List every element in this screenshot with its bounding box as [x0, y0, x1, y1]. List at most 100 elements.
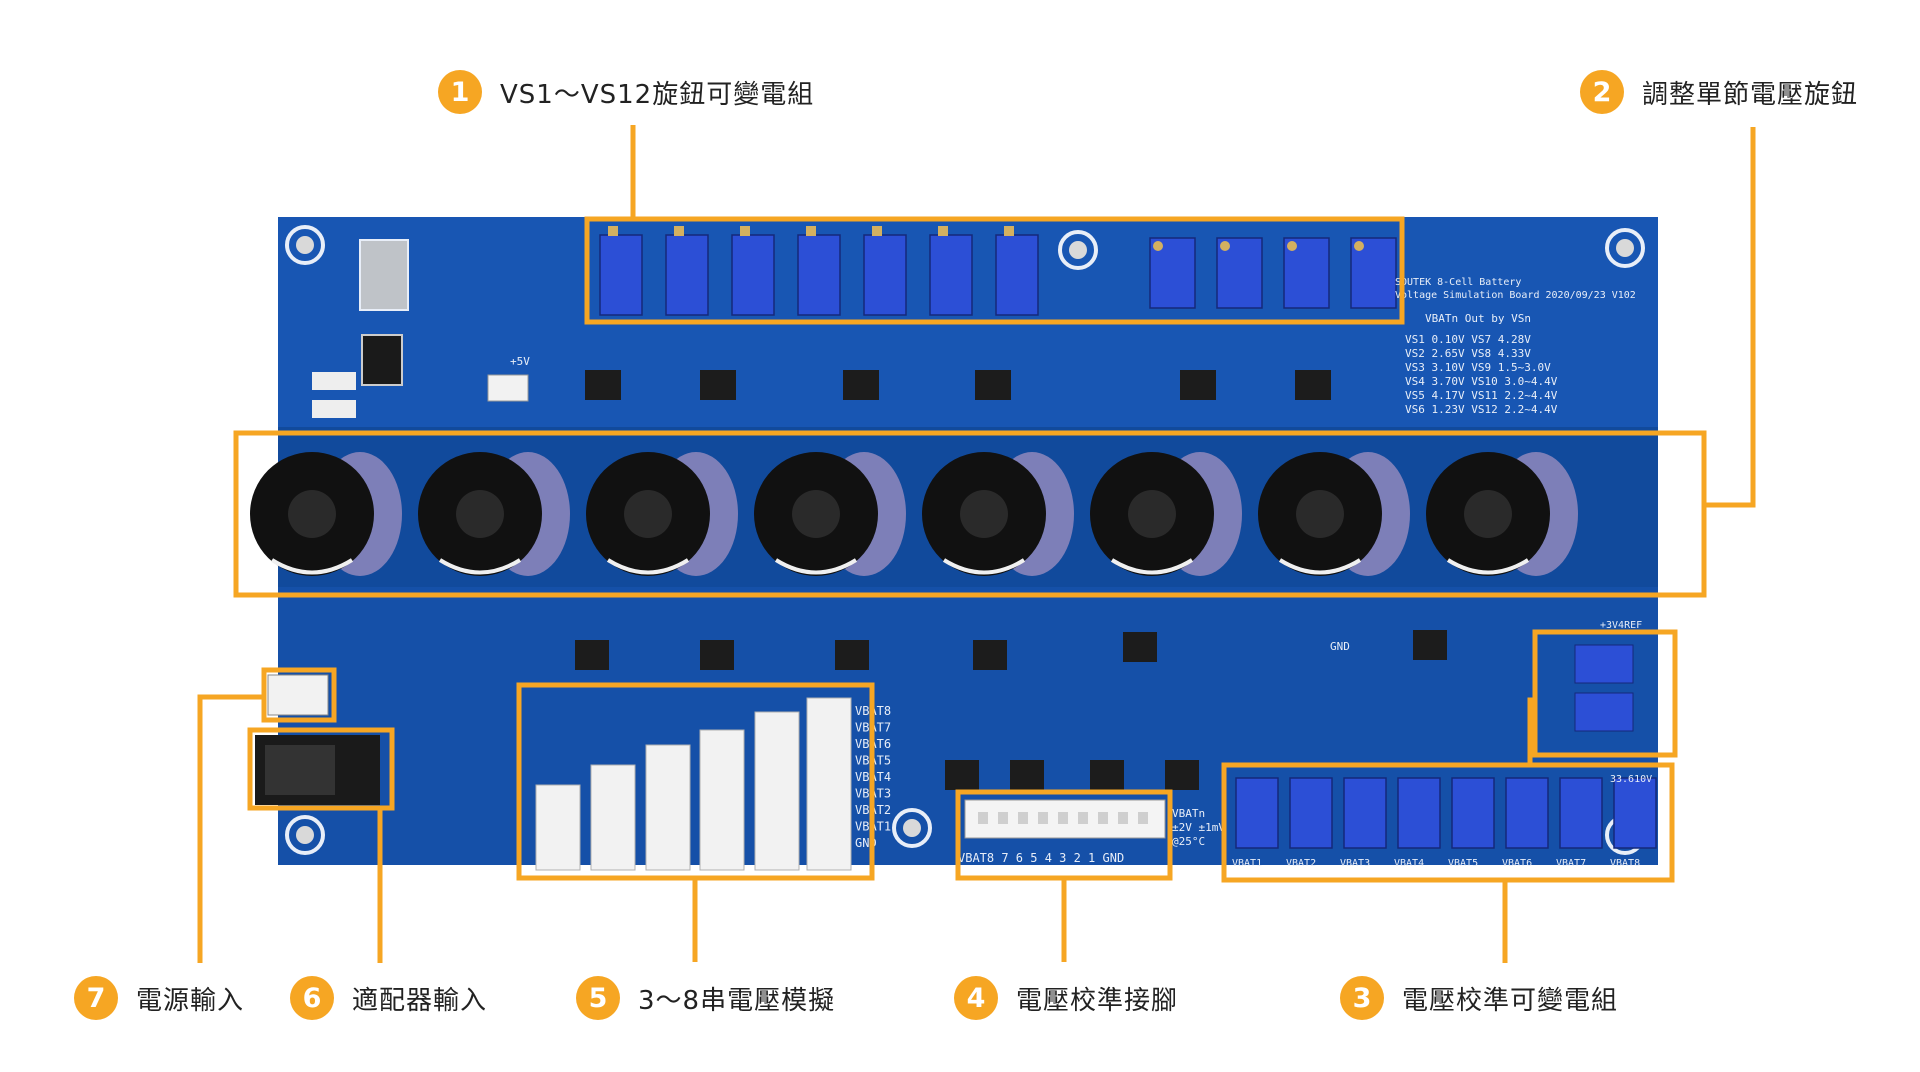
power-header — [267, 674, 329, 716]
knob-center — [960, 490, 1008, 538]
knob-center — [1296, 490, 1344, 538]
ref-trimmer — [1574, 692, 1634, 732]
knob-center — [792, 490, 840, 538]
calibration-label: VBAT3 — [1340, 858, 1370, 869]
highlight-ref-trimmers — [1532, 629, 1678, 758]
lower-chips — [575, 630, 1447, 790]
jst-connector — [806, 697, 852, 871]
calibration-trimmer — [1451, 777, 1495, 849]
highlight-dc-jack — [247, 727, 395, 811]
callout-badge: 1 — [438, 70, 482, 114]
table-title: VBATn Out by VSn — [1425, 312, 1531, 325]
callout-label: 電壓校準接腳 — [1016, 985, 1179, 1016]
table-row: VS4 3.70V VS10 3.0~4.4V — [1405, 375, 1558, 388]
knob-highlight — [270, 558, 354, 575]
callout-badge: 6 — [290, 976, 334, 1020]
mounting-hole — [1605, 228, 1645, 268]
pin — [1078, 812, 1088, 824]
pin — [1138, 812, 1148, 824]
knob-center — [288, 490, 336, 538]
pin — [1098, 812, 1108, 824]
trimmer-screw — [740, 226, 750, 236]
callout-label: VS1～VS12旋鈕可變電組 — [500, 79, 815, 110]
pin — [1058, 812, 1068, 824]
mounting-hole — [1058, 230, 1098, 270]
callout-badge: 7 — [74, 976, 118, 1020]
trimmer-screw — [674, 226, 684, 236]
opamp-chip — [1295, 370, 1331, 400]
calibration-note: VBATn±2V ±1mV@25°C — [1172, 807, 1225, 848]
jst-connector — [699, 729, 745, 871]
gnd-label: GND — [1330, 640, 1350, 653]
trimmer-screw — [1287, 241, 1297, 251]
knob-center — [456, 490, 504, 538]
pin — [998, 812, 1008, 824]
jst-connector — [535, 784, 581, 871]
top-trimmers — [599, 226, 1039, 316]
mounting-hole — [892, 808, 932, 848]
ref-label: +3V4REF — [1600, 620, 1642, 631]
highlight-top-trimmers — [584, 216, 1405, 325]
calibration-label: VBAT8 — [1610, 858, 1640, 869]
knob-highlight — [606, 558, 690, 575]
opamp-chip — [1010, 760, 1044, 790]
opamp-chip — [973, 640, 1007, 670]
callout-5: 5 3～8串電壓模擬 — [576, 974, 835, 1022]
opamp-chip — [700, 370, 736, 400]
table-row: VS5 4.17V VS11 2.2~4.4V — [1405, 389, 1558, 402]
trimmer — [665, 234, 709, 316]
callout-badge: 2 — [1580, 70, 1624, 114]
v5-label: +5V — [510, 355, 530, 368]
opamp-chip — [843, 370, 879, 400]
calibration-pins — [978, 812, 1148, 824]
opamp-chip — [585, 370, 621, 400]
knob-highlight — [774, 558, 858, 575]
calibration-label: VBAT1 — [1232, 858, 1262, 869]
calibration-note-line: ±2V ±1mV — [1172, 821, 1225, 834]
opamp-chip — [975, 370, 1011, 400]
callout-7: 7 電源輸入 — [74, 974, 244, 1022]
knob-center — [1464, 490, 1512, 538]
pin — [1038, 812, 1048, 824]
knob-highlight — [1446, 558, 1530, 575]
right-trimmers — [1149, 237, 1397, 309]
callout-6: 6 適配器輸入 — [290, 974, 487, 1022]
jst-connector — [590, 764, 636, 871]
knob-highlight — [1278, 558, 1362, 575]
capacitor — [312, 372, 356, 390]
trimmer — [731, 234, 775, 316]
calibration-note-line: @25°C — [1172, 835, 1205, 848]
capacitor — [312, 400, 356, 418]
callout-label: 電源輸入 — [136, 985, 245, 1016]
trimmer-screw — [1153, 241, 1163, 251]
knob-center — [1128, 490, 1176, 538]
pin — [978, 812, 988, 824]
trimmer — [929, 234, 973, 316]
calibration-label: VBAT5 — [1448, 858, 1478, 869]
calibration-label: VBAT6 — [1502, 858, 1532, 869]
trimmer-screw — [1354, 241, 1364, 251]
callout-badge: 4 — [954, 976, 998, 1020]
connector-5v — [487, 374, 529, 402]
board-subtitle: Voltage Simulation Board 2020/09/23 V102 — [1395, 290, 1636, 301]
regulator — [359, 239, 409, 311]
tp-label: 33.610V — [1610, 774, 1652, 785]
trimmer-screw — [608, 226, 618, 236]
opamp-chip — [1413, 630, 1447, 660]
callout-label: 適配器輸入 — [352, 985, 488, 1016]
opamp-chip — [1090, 760, 1124, 790]
calibration-trimmers — [1235, 777, 1657, 849]
callout-3: 3 電壓校準可變電組 — [1340, 974, 1618, 1022]
knob-center — [624, 490, 672, 538]
trimmer — [863, 234, 907, 316]
calibration-trimmer — [1235, 777, 1279, 849]
opamp-chip — [835, 640, 869, 670]
ref-trimmer — [1574, 644, 1634, 684]
calibration-trimmer — [1505, 777, 1549, 849]
trimmer-screw — [806, 226, 816, 236]
table-row: VS2 2.65V VS8 4.33V — [1405, 347, 1531, 360]
trimmer — [797, 234, 841, 316]
table-row: VS1 0.10V VS7 4.28V — [1405, 333, 1531, 346]
